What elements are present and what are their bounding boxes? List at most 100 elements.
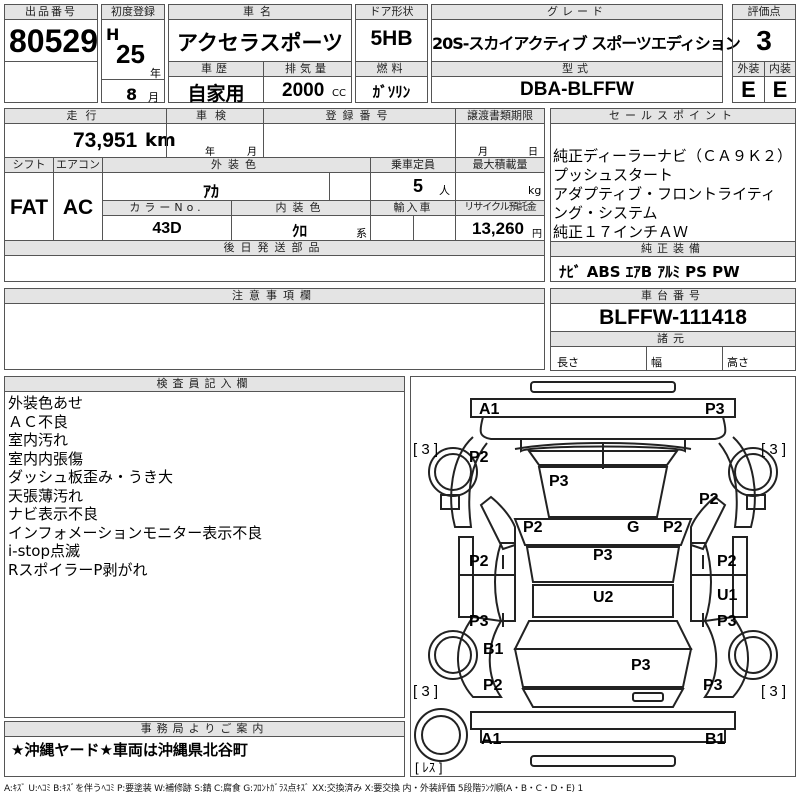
capacity-box: 乗車定員 5 人 [370,157,456,201]
inspector-note: 室内汚れ [8,431,69,449]
exterior-grade: E [741,77,756,102]
inspector-note: RスポイラーP剥がれ [8,560,148,579]
sales-points-label: セールスポイント [551,109,795,124]
equipment-box: 純正装備 ﾅﾋﾞ ABS ｴｱB ｱﾙﾐ PS PW [550,241,796,282]
tire-depth-front-right: [ 3 ] [761,441,787,458]
mark-rear-hatch: P3 [631,657,651,674]
capacity-label: 乗車定員 [371,158,455,173]
inspection-box: 車検 年 月 [166,108,264,158]
mark-roof: P3 [593,547,613,564]
registration-number-box: 登録番号 [263,108,456,158]
sales-line: アダプティブ・フロントライティ [553,185,776,203]
width-label: 幅 [651,356,662,369]
office-notice: ★沖縄ヤード★車両は沖縄県北谷町 [11,741,248,759]
mileage-box: 走行 73,951 km [4,108,176,158]
year-unit: 年 [150,67,161,80]
recycle-unit: 円 [532,229,542,240]
length-label: 長さ [557,356,579,369]
sales-points-list: 純正ディーラーナビ（ＣＡ９Ｋ２） プッシュスタート アダプティブ・フロントライテ… [553,147,792,242]
first-registration-label: 初度登録 [102,5,164,20]
office-notice-label: 事務局よりご案内 [5,722,404,737]
grade: 20S-スカイアクティブ スポーツエディション [432,34,741,53]
door-label: ドア形状 [356,5,427,20]
sales-line: ング・システム [553,204,658,222]
mark-right-a-pillar: P2 [663,519,683,536]
score-label: 評価点 [733,5,795,20]
lot-number-box: 出品番号 80529 [4,4,98,62]
aircon-label: エアコン [54,158,102,173]
chassis-box: 車台番号 BLFFW-111418 [550,288,796,332]
mark-front-left-fender: P2 [469,449,489,466]
chassis-number: BLFFW-111418 [599,306,747,329]
exterior-color: ｱｶ [203,182,220,201]
mark-rear-left-bumper: A1 [481,731,502,748]
aircon: AC [62,196,94,219]
exterior-label: 外装 [733,62,764,77]
lot-number: 80529 [9,23,98,59]
later-parts-box: 後日発送部品 [4,240,545,282]
mark-rear-right-bumper: B1 [705,731,726,748]
inspector-notes-list: 外装色あせ ＡＣ不良 室内汚れ 室内内張傷 ダッシュ板歪み・うき大 天張薄汚れ … [8,394,262,579]
inspection-label: 車検 [167,109,263,124]
mark-front-right-bumper: P3 [705,401,725,418]
aircon-box: エアコン AC [53,157,103,241]
inspector-note: ナビ表示不良 [8,505,99,523]
capacity-unit: 人 [439,184,450,197]
mark-right-rear-door: P3 [717,613,737,630]
score-box: 評価点 3 [732,4,796,62]
specs-label: 諸元 [551,332,795,347]
damage-diagram-box: [ 3 ] [ 3 ] [ 3 ] [ 3 ] [ ﾚｽ ] A1 P3 P2 … [410,376,796,777]
mark-hood: P3 [549,473,569,490]
max-load-label: 最大積載量 [456,158,544,173]
grade-box: グレード 20S-スカイアクティブ スポーツエディション [431,4,741,62]
inspector-note: ダッシュ板歪み・うき大 [8,468,174,486]
max-load-unit: kg [528,184,542,197]
caution-box: 注意事項欄 [4,288,545,370]
mark-right-front-door: P2 [717,553,737,570]
car-diagram [414,381,778,767]
registration-year: 25 [116,39,145,69]
history: 自家用 [187,83,245,105]
specs-box: 諸元 長さ 幅 高さ [550,331,796,371]
displacement: 2000 [282,80,325,101]
later-parts-label: 後日発送部品 [5,241,544,256]
mark-left-rocker: B1 [483,641,504,658]
score: 3 [756,25,772,56]
displacement-unit: cc [332,88,346,99]
fuel-label: 燃料 [356,62,427,77]
recycle-label: リサイクル預託金 [456,201,544,216]
transfer-docs-label: 譲渡書類期限 [456,109,544,124]
color-label: 外装色 [103,158,370,173]
inspector-note: ＡＣ不良 [8,412,69,431]
interior-box: 内装 E [764,61,796,103]
color-number-label: カラーNo. [103,201,231,216]
color-box: 外装色 ｱｶ [102,157,371,201]
interior-color-unit: 系 [356,227,367,240]
model-label: 型式 [432,62,722,77]
inspector-note: 外装色あせ [8,394,84,412]
lot-number-label: 出品番号 [5,5,97,20]
car-name: アクセラスポーツ [176,31,344,55]
inspection-year-unit: 年 [205,147,215,158]
era: H [106,25,120,44]
recycle-fee: 13,260 [472,219,524,238]
mark-left-rear-door: P3 [469,613,489,630]
inspection-month-unit: 月 [247,147,257,158]
car-name-box: 車名 アクセラスポーツ [168,4,352,62]
displacement-label: 排気量 [264,62,351,77]
mark-right-rear-fender: P3 [703,677,723,694]
shift-box: シフト FAT [4,157,54,241]
sales-line: プッシュスタート [553,166,674,184]
model: DBA-BLFFW [520,79,634,100]
grade-label: グレード [432,5,722,20]
shift-label: シフト [5,158,53,173]
damage-legend: A:ｷｽﾞ U:ﾍｺﾐ B:ｷｽﾞを伴うﾍｺﾐ P:要塗装 W:補修跡 S:錆 … [4,784,583,794]
shift: FAT [9,196,49,219]
mark-left-rear-fender: P2 [483,677,503,694]
mark-left-a-pillar: P2 [523,519,543,536]
inspector-notes-label: 検査員記入欄 [5,377,404,392]
tire-depth-rear-right: [ 3 ] [761,683,787,700]
history-label: 車歴 [169,62,263,77]
fuel-box: 燃料 ｶﾞｿﾘﾝ [355,61,428,103]
mileage-label: 走行 [5,109,166,124]
